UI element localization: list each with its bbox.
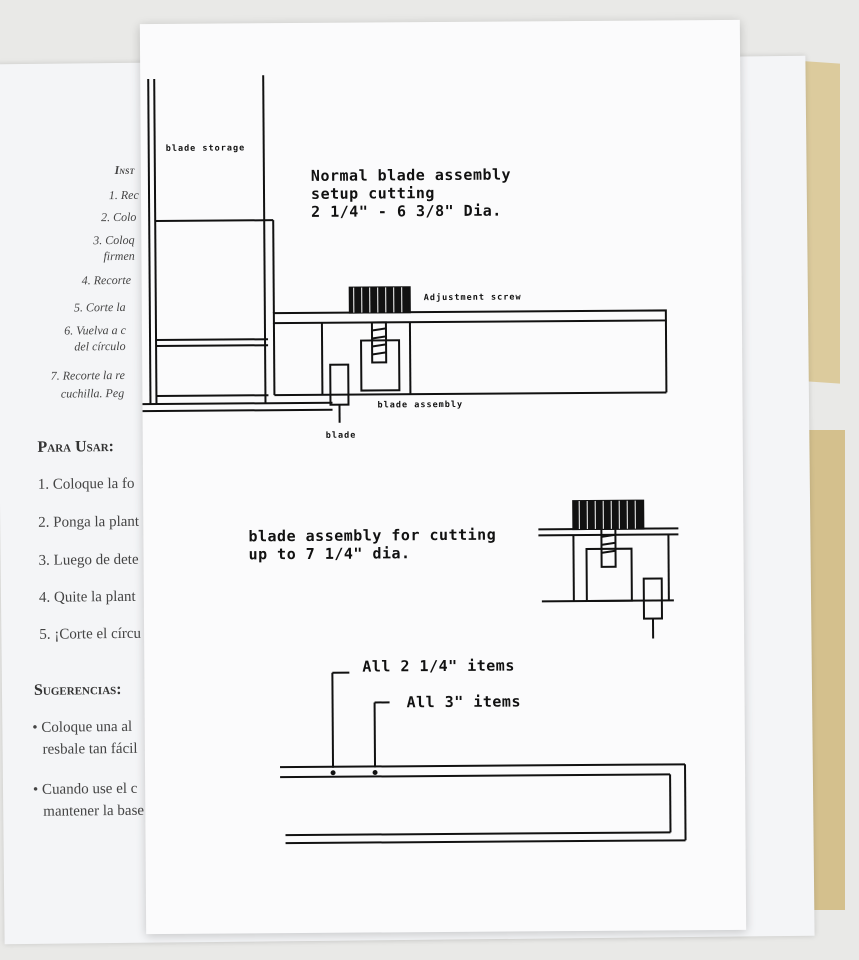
- back-line: 3. Luego de dete: [38, 551, 139, 569]
- back-line: 4. Quite la plant: [38, 588, 136, 606]
- back-line: 7. Recorte la re: [50, 367, 125, 383]
- back-line: del círculo: [74, 338, 126, 354]
- diagram-drawing: [142, 75, 687, 845]
- label-blade-assembly: blade assembly: [377, 399, 464, 411]
- back-line: • Coloque una al: [32, 718, 133, 736]
- back-heading-sugerencias: Sugerencias:: [33, 680, 122, 699]
- base-rail-drawing: [280, 671, 687, 845]
- title-normal-setup-line3: 2 1/4" - 6 3/8" Dia.: [311, 201, 502, 221]
- back-line: 1. Coloque la fo: [37, 475, 135, 493]
- back-line: 2. Ponga la plant: [38, 513, 140, 531]
- back-line: 4. Recorte: [81, 272, 132, 288]
- back-line: 1. Rec: [108, 187, 139, 203]
- title-normal-setup-line2: setup cutting: [310, 184, 435, 203]
- back-line: 2. Colo: [100, 209, 137, 225]
- label-blade: blade: [325, 430, 357, 441]
- back-line: 3. Coloq: [93, 232, 135, 248]
- back-line: resbale tan fácil: [42, 740, 138, 758]
- label-all-3-items: All 3" items: [406, 692, 522, 712]
- back-heading-instrucciones: Inst: [114, 162, 135, 178]
- label-blade-storage: blade storage: [165, 143, 246, 154]
- back-line: 6. Vuelva a c: [64, 322, 127, 338]
- back-line: firmen: [103, 248, 135, 264]
- blade-setup-diagram-sheet: blade storage Normal blade assembly setu…: [139, 19, 747, 935]
- back-line: • Cuando use el c: [32, 780, 138, 798]
- title-normal-setup-line1: Normal blade assembly: [310, 165, 512, 185]
- blade-storage-drawing: [142, 75, 333, 413]
- label-adjustment-screw: Adjustment screw: [423, 292, 522, 304]
- large-blade-assembly-drawing: [538, 499, 679, 639]
- back-line: mantener la base: [43, 802, 145, 820]
- title-large-setup-line1: blade assembly for cutting: [248, 525, 497, 546]
- back-line: 5. Corte la: [73, 299, 126, 315]
- normal-blade-assembly-drawing: [272, 286, 668, 423]
- back-line: 5. ¡Corte el círcu: [39, 625, 142, 643]
- back-line: cuchilla. Peg: [60, 385, 125, 401]
- back-heading-para-usar: Para Usar:: [37, 438, 115, 456]
- label-all-2-1-4-items: All 2 1/4" items: [362, 656, 515, 676]
- title-large-setup-line2: up to 7 1/4" dia.: [248, 544, 411, 564]
